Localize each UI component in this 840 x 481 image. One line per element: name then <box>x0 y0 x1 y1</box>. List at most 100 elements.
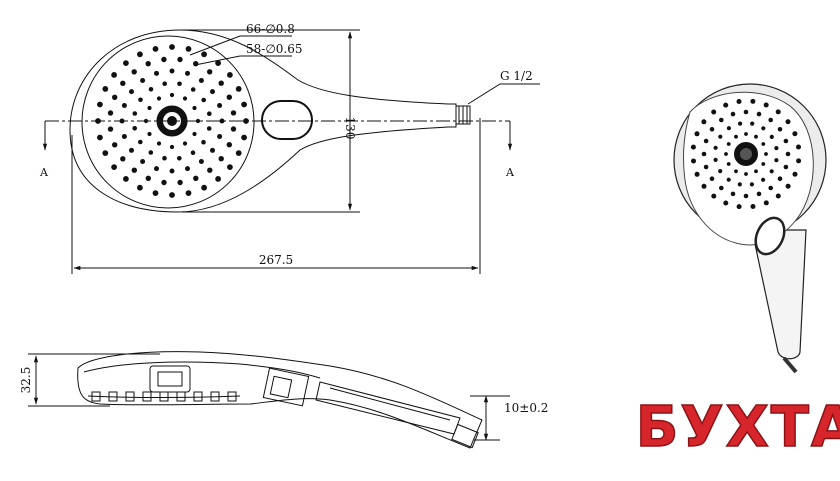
nozzle-dot <box>796 144 801 150</box>
nozzle-dot <box>756 191 762 197</box>
nozzle-dot <box>177 179 183 186</box>
thickness-dimension <box>28 353 160 407</box>
nozzle-dot <box>111 72 117 78</box>
nozzle-dot <box>796 158 802 164</box>
nozzle-dot <box>140 78 146 83</box>
nozzle-dot <box>131 69 137 75</box>
section-line <box>42 120 513 151</box>
nozzle-dot <box>218 80 224 86</box>
nozzle-dot <box>129 89 134 95</box>
nozzle-dot <box>185 166 190 172</box>
nozzle-dot <box>145 61 151 67</box>
side-nozzle <box>159 391 169 402</box>
nozzle-dot <box>112 94 118 101</box>
nozzle-dot <box>726 162 731 166</box>
side-nozzle <box>125 391 135 402</box>
nozzle-dot <box>743 109 749 115</box>
nozzle-dot <box>169 44 175 50</box>
nozzle-dot <box>691 158 696 164</box>
length-label: 267.5 <box>259 253 293 267</box>
nozzle-dot <box>192 131 197 137</box>
side-view <box>77 351 483 449</box>
nozzle-dot <box>156 141 162 146</box>
nozzle-dot <box>162 155 167 161</box>
nozzle-dot <box>193 61 199 67</box>
nozzle-dot <box>761 142 766 146</box>
tolerance-label: 10±0.2 <box>504 401 548 415</box>
nozzle-dot <box>777 176 783 181</box>
nozzle-dot <box>217 103 223 108</box>
nozzle-dot <box>785 183 791 189</box>
nozzle-dot <box>217 134 223 139</box>
nozzle-dot <box>201 97 206 103</box>
nozzle-dot <box>703 138 709 144</box>
nozzle-dot <box>730 191 736 197</box>
nozzle-dot <box>792 171 798 177</box>
nozzle-dot <box>129 147 134 153</box>
nozzle-dot <box>177 56 183 63</box>
nozzle-dot <box>161 56 167 63</box>
nozzle-callout <box>189 35 292 66</box>
nozzle-label-1: 66-∅0.8 <box>246 22 295 36</box>
nozzle-dot <box>769 134 774 139</box>
nozzle-dot <box>107 126 114 132</box>
nozzle-dot <box>207 111 212 116</box>
nozzle-dot <box>185 70 190 76</box>
side-nozzle <box>108 391 118 402</box>
nozzle-dot <box>719 185 724 191</box>
nozzle-dot <box>723 200 729 206</box>
side-nozzle <box>91 391 101 402</box>
nozzle-dot <box>241 134 248 141</box>
nozzle-dot <box>111 164 117 171</box>
nozzle-dot <box>169 68 175 74</box>
nozzle-dot <box>154 70 159 76</box>
nozzle-dot <box>792 131 798 137</box>
nozzle-dot <box>750 204 756 209</box>
nozzle-dot <box>185 46 192 52</box>
nozzle-dot <box>137 51 143 58</box>
nozzle-dot <box>718 169 723 174</box>
nozzle-dot <box>195 118 201 124</box>
nozzle-dot <box>227 164 233 171</box>
nozzle-dot <box>121 103 127 108</box>
nozzle-dot <box>774 146 779 151</box>
nozzle-dot <box>701 151 707 157</box>
nozzle-dot <box>190 150 196 155</box>
nozzle-dot <box>148 150 154 155</box>
nozzle-dot <box>723 102 729 108</box>
nozzle-dot <box>154 166 159 172</box>
nozzle-dot <box>768 185 773 191</box>
nozzle-dot <box>97 134 103 141</box>
nozzle-dot <box>768 117 773 123</box>
nozzle-dot <box>138 139 143 145</box>
render-mode-button <box>754 216 786 256</box>
nozzle-dot <box>718 134 723 139</box>
shower-head-outline <box>69 29 457 213</box>
nozzle-dot <box>193 175 199 181</box>
nozzle-dot <box>775 193 781 199</box>
nozzle-dot <box>145 175 151 181</box>
nozzle-dot <box>156 96 162 101</box>
nozzle-dot <box>235 86 242 92</box>
nozzle-dot <box>750 98 756 104</box>
nozzle-dot <box>736 204 742 210</box>
nozzle-dot <box>783 164 789 170</box>
nozzle-dot <box>763 102 769 108</box>
nozzle-dot <box>761 177 766 182</box>
nozzle-dot <box>744 172 748 176</box>
nozzle-dot <box>736 99 742 104</box>
nozzle-dot <box>169 144 175 150</box>
nozzle-dot <box>713 145 718 150</box>
nozzle-dot <box>226 94 232 100</box>
nozzle-dot <box>219 118 225 124</box>
nozzle-label-2: 58-∅0.65 <box>246 42 303 56</box>
nozzle-dot <box>724 152 728 156</box>
nozzle-dot <box>754 134 758 139</box>
nozzle-dot <box>201 184 208 191</box>
length-dimension <box>71 118 481 274</box>
nozzle-dot <box>764 152 768 156</box>
nozzle-dot <box>738 121 743 126</box>
nozzle-dot <box>192 105 197 111</box>
nozzle-dot <box>132 111 138 116</box>
